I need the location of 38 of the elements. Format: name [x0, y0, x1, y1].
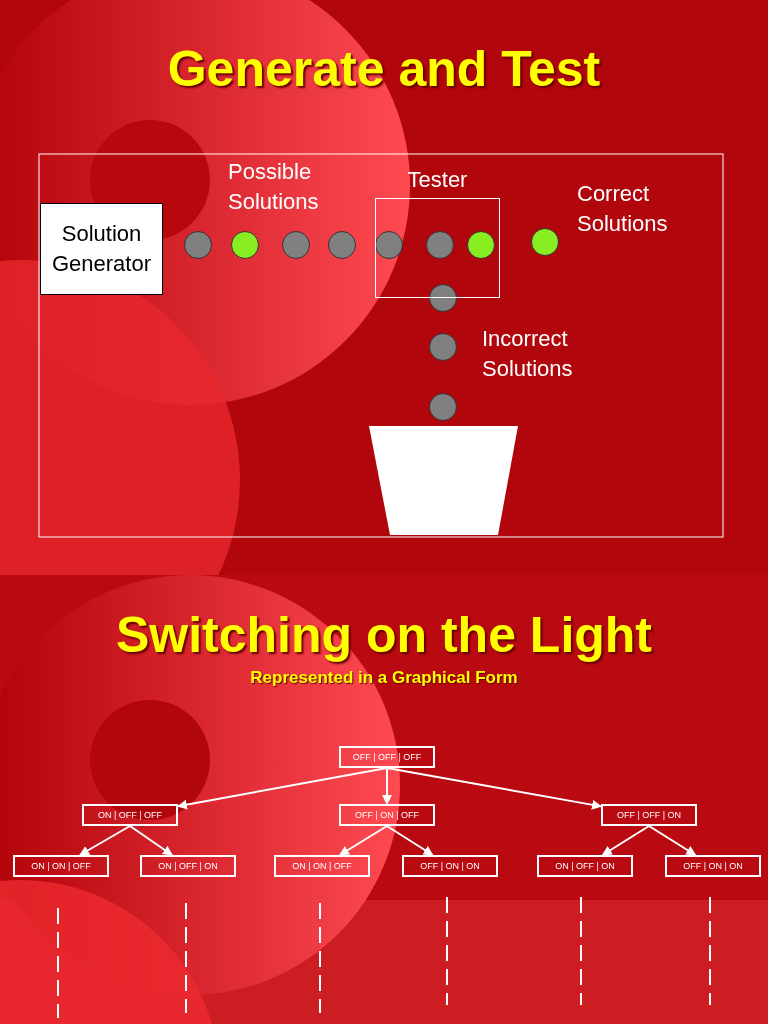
arrow	[129, 825, 174, 856]
arrow	[338, 825, 388, 856]
state-label: ON | ON | OFF	[292, 861, 352, 871]
slide-title: Switching on the Light	[114, 606, 653, 664]
state-label: OFF | OFF | OFF	[352, 752, 422, 762]
state-box	[140, 855, 236, 877]
box-heading: Tester	[406, 167, 469, 193]
arrow	[386, 767, 602, 810]
state-label: ON | OFF | ON	[158, 861, 218, 871]
arrow	[382, 767, 392, 805]
arrow	[177, 767, 388, 810]
text-label: Possible Solutions	[228, 158, 320, 216]
arrow	[601, 825, 650, 856]
text-label: Correct Solutions	[577, 180, 669, 238]
slide-title: Generate and Test	[166, 40, 602, 98]
state-box	[402, 855, 498, 877]
state-box	[339, 804, 435, 826]
text-label: Incorrect Solutions	[482, 325, 574, 383]
arrow	[386, 825, 434, 856]
state-label: ON | OFF | OFF	[97, 810, 163, 820]
state-box	[601, 804, 697, 826]
arrow	[78, 825, 131, 856]
state-box	[339, 746, 435, 768]
state-label: OFF | OFF | ON	[616, 810, 682, 820]
state-box	[82, 804, 178, 826]
arrow	[648, 825, 697, 856]
box-label: Solution Generator	[50, 220, 153, 278]
state-label: OFF | ON | ON	[420, 861, 480, 871]
state-box	[665, 855, 761, 877]
state-label: ON | ON | OFF	[31, 861, 91, 871]
state-label: ON | OFF | ON	[555, 861, 615, 871]
state-box	[537, 855, 633, 877]
state-label: OFF | ON | ON	[683, 861, 743, 871]
state-box	[274, 855, 370, 877]
state-label: OFF | ON | OFF	[354, 810, 420, 820]
slide-subtitle: Represented in a Graphical Form	[249, 668, 519, 688]
process-box	[40, 203, 163, 295]
state-box	[13, 855, 109, 877]
